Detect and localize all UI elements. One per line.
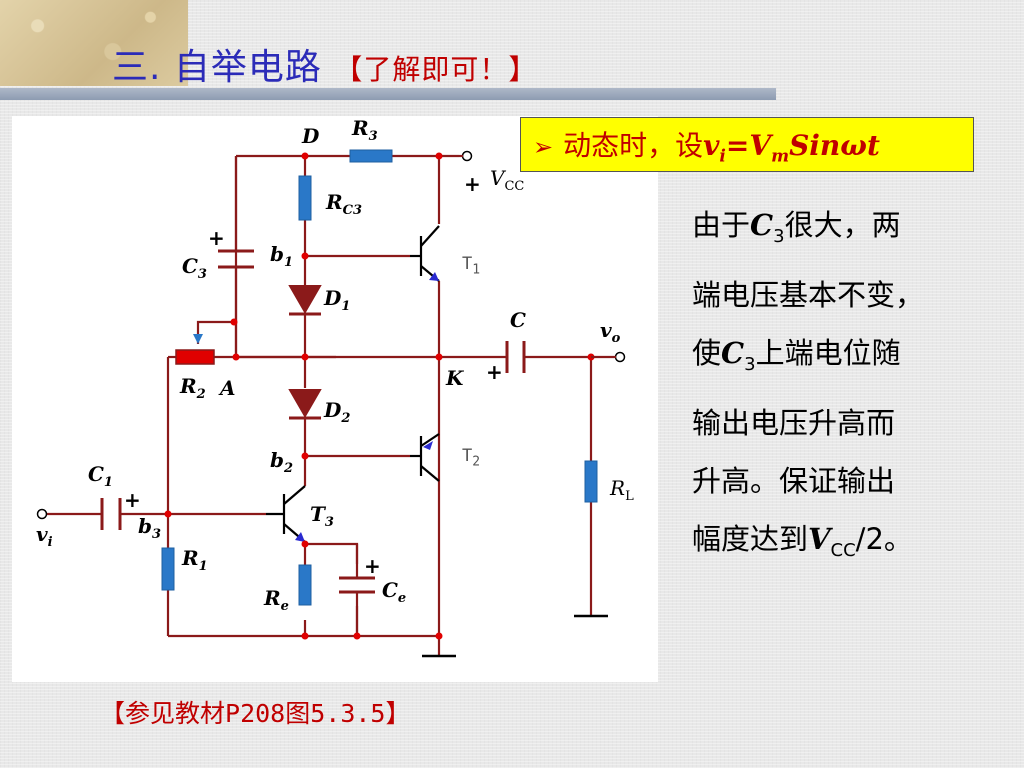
label-d2: D2 bbox=[324, 398, 351, 426]
label-vi: vi bbox=[36, 522, 53, 550]
label-r3: R3 bbox=[352, 116, 378, 144]
page-title: 三. 自举电路 【了解即可！】 bbox=[112, 38, 537, 90]
transistors bbox=[266, 225, 440, 543]
bullet-arrow-icon: ➢ bbox=[533, 133, 554, 161]
vcc-terminal bbox=[461, 150, 473, 162]
explain-line: 幅度达到VCC/2。 bbox=[692, 521, 913, 561]
label-vcc-plus: + bbox=[464, 172, 481, 196]
junction-nodes bbox=[164, 152, 595, 640]
wires bbox=[46, 154, 593, 656]
corner-texture bbox=[0, 0, 188, 86]
label-ce: Ce bbox=[382, 578, 407, 606]
label-b2: b2 bbox=[270, 448, 294, 476]
circuit-diagram: D R3 + VCC RC3 + C3 b1 T1 D1 C vo R2 A K… bbox=[12, 116, 658, 682]
label-r2: R2 bbox=[180, 374, 206, 402]
capacitor-leads bbox=[234, 156, 359, 636]
title-underline bbox=[0, 88, 776, 100]
title-main: 三. 自举电路 bbox=[112, 47, 322, 88]
label-b1: b1 bbox=[270, 242, 294, 270]
dynamic-condition-callout: ➢ 动态时，设vi=VmSinωt bbox=[520, 117, 974, 172]
terminals bbox=[36, 150, 626, 520]
resistor-rc3 bbox=[298, 175, 312, 221]
label-c-plus: + bbox=[486, 360, 503, 384]
vo-terminal bbox=[614, 351, 626, 363]
label-b3: b3 bbox=[138, 514, 162, 542]
vi-terminal bbox=[36, 508, 48, 520]
r2-wiper-arrow bbox=[193, 334, 203, 344]
label-c3: C3 bbox=[182, 254, 207, 282]
explanation-text: 由于C3很大，两 端电压基本不变， 使C3上端电位随 输出电压升高而 升高。保证… bbox=[692, 196, 992, 579]
resistor-r1 bbox=[161, 547, 175, 591]
explain-line: 由于C3很大，两 bbox=[692, 208, 901, 247]
resistor-rl bbox=[584, 460, 598, 503]
label-a: A bbox=[220, 376, 236, 400]
label-rc3: RC3 bbox=[326, 190, 363, 218]
label-k: K bbox=[446, 366, 464, 390]
diodes bbox=[288, 285, 322, 420]
label-r1: R1 bbox=[182, 546, 208, 574]
explain-line: 端电压基本不变， bbox=[692, 277, 925, 312]
label-t1: T1 bbox=[462, 254, 481, 278]
ground-symbols bbox=[422, 614, 608, 658]
resistors bbox=[161, 149, 598, 606]
label-c1: C1 bbox=[88, 462, 113, 490]
label-c1-plus: + bbox=[124, 488, 141, 512]
resistor-r3 bbox=[349, 149, 393, 163]
callout-equation: vi=VmSinωt bbox=[703, 129, 880, 167]
transistor-arrows bbox=[295, 272, 439, 542]
explain-line: 输出电压升高而 bbox=[692, 405, 896, 440]
potentiometer-r2 bbox=[175, 349, 215, 365]
title-note: 【了解即可！】 bbox=[334, 53, 538, 86]
explain-line: 升高。保证输出 bbox=[692, 463, 896, 498]
label-vo: vo bbox=[600, 318, 621, 346]
label-d: D bbox=[302, 124, 320, 148]
label-t2: T2 bbox=[462, 446, 481, 470]
capacitors bbox=[100, 249, 526, 594]
label-rl: RL bbox=[610, 476, 634, 504]
circuit-schematic bbox=[36, 149, 626, 658]
label-re: Re bbox=[264, 586, 289, 614]
diode-d1 bbox=[288, 285, 322, 315]
label-vcc: VCC bbox=[490, 166, 525, 194]
label-d1: D1 bbox=[324, 286, 351, 314]
label-c3-plus: + bbox=[208, 226, 225, 250]
callout-prefix: 动态时，设 bbox=[563, 129, 704, 162]
label-c: C bbox=[510, 308, 526, 332]
label-ce-plus: + bbox=[364, 554, 381, 578]
label-t3: T3 bbox=[310, 502, 334, 530]
textbook-reference: 【参见教材P208图5.3.5】 bbox=[100, 699, 411, 728]
diode-d2 bbox=[288, 389, 322, 419]
explain-line: 使C3上端电位随 bbox=[692, 335, 901, 375]
resistor-re bbox=[298, 564, 312, 606]
